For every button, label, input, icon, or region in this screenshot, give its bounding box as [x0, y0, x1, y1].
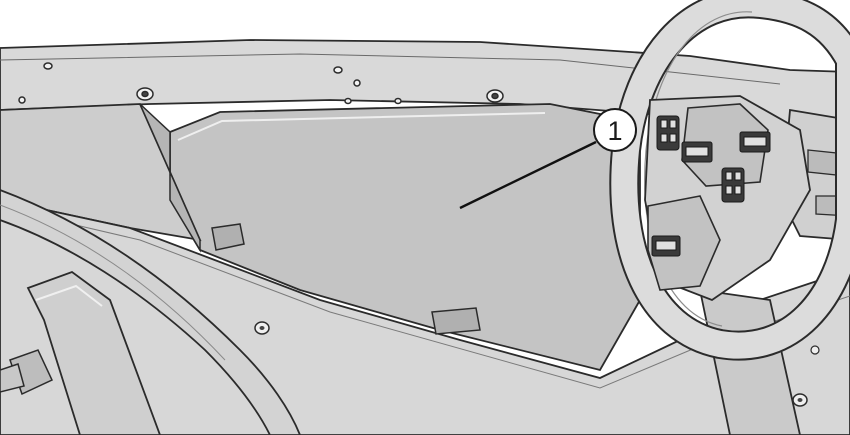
- left-opening: [0, 103, 202, 253]
- callout-number: 1: [607, 116, 622, 146]
- callout-leader-line: [459, 140, 597, 210]
- panel-brackets: [211, 223, 481, 335]
- callout-circle: [593, 108, 637, 152]
- callout-1: 1: [593, 108, 637, 152]
- mounting-holes: [18, 62, 504, 105]
- grab-handle: [0, 189, 301, 435]
- steering-wheel: [609, 0, 850, 361]
- left-pillar: [0, 270, 161, 435]
- wheel-button-clusters: [651, 115, 771, 257]
